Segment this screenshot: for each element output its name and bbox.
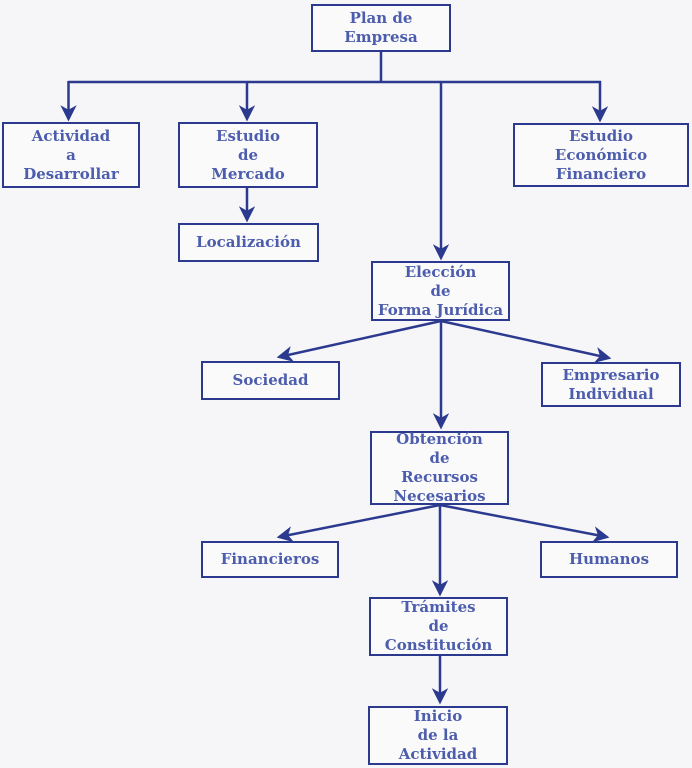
- node-inicio-de-la-actividad: Inicio de la Actividad: [368, 706, 508, 765]
- node-financieros: Financieros: [201, 541, 339, 578]
- edge-eleccion-sociedad: [276, 319, 442, 362]
- node-humanos: Humanos: [540, 541, 678, 578]
- edge-obtencion-financieros: [276, 503, 441, 543]
- edge-obtencion-humanos: [439, 503, 610, 543]
- edge-eleccion-empresario: [440, 319, 612, 363]
- node-eleccion-forma-juridica: Elección de Forma Jurídica: [371, 261, 510, 321]
- node-estudio-de-mercado: Estudio de Mercado: [178, 122, 318, 188]
- node-plan-de-empresa: Plan de Empresa: [311, 4, 451, 52]
- node-actividad-a-desarrollar: Actividad a Desarrollar: [2, 122, 140, 188]
- node-empresario-individual: Empresario Individual: [541, 362, 681, 407]
- node-sociedad: Sociedad: [201, 361, 340, 400]
- node-tramites-de-constitucion: Trámites de Constitución: [369, 597, 508, 656]
- node-localizacion: Localización: [178, 223, 319, 262]
- node-estudio-economico-financiero: Estudio Económico Financiero: [513, 123, 689, 187]
- node-obtencion-recursos-necesarios: Obtención de Recursos Necesarios: [370, 430, 509, 505]
